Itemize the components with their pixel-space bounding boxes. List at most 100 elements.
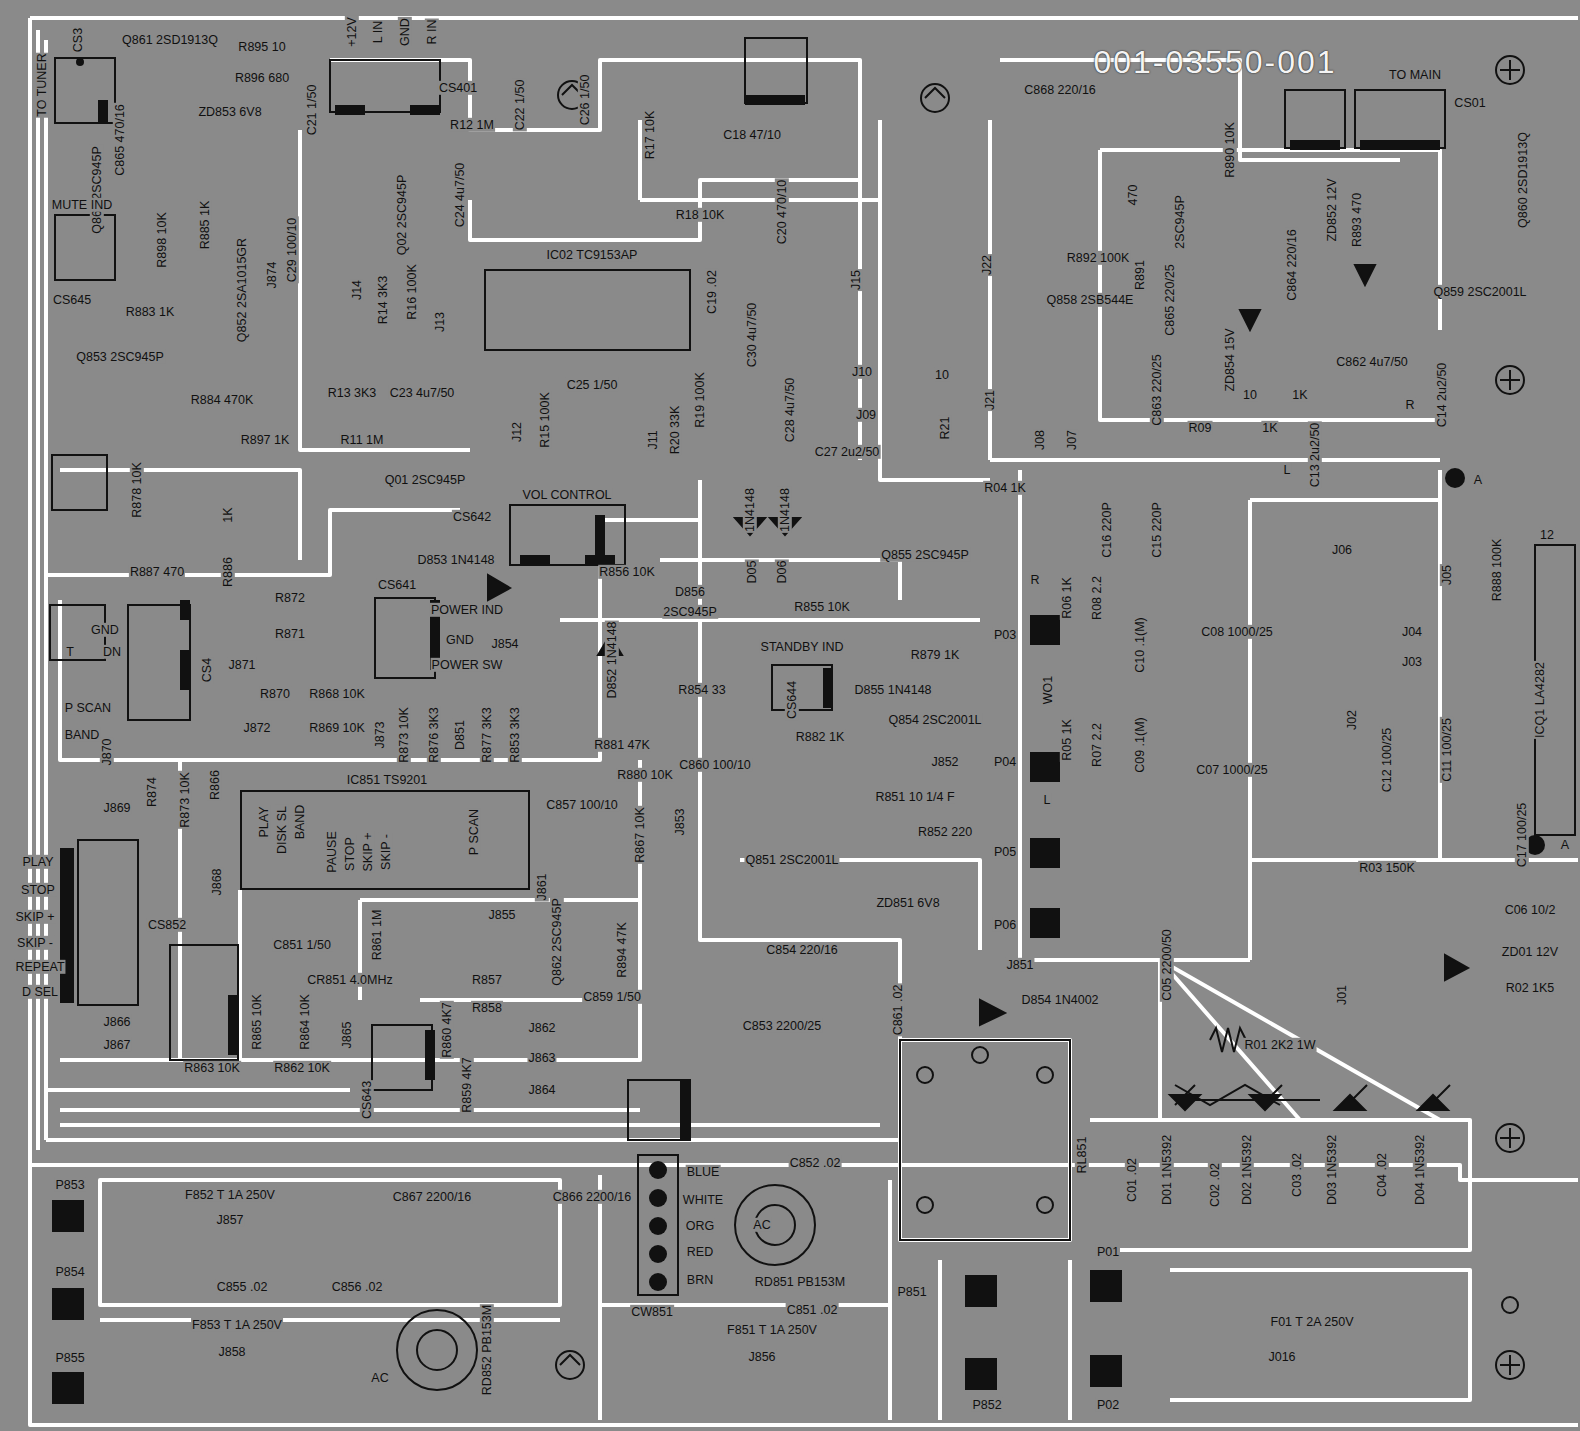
silkscreen-label: J874 <box>265 260 279 289</box>
silkscreen-label: R859 4K7 <box>460 1056 474 1114</box>
silkscreen-label: J08 <box>1033 429 1047 451</box>
silkscreen-label: C15 220P <box>1150 501 1164 559</box>
silkscreen-label: C12 100/25 <box>1380 727 1394 794</box>
silkscreen-label: R863 10K <box>183 1061 241 1075</box>
silkscreen-label: R864 10K <box>298 993 312 1051</box>
silkscreen-label: C19 .02 <box>705 269 719 315</box>
pin-label: PAUSE <box>325 830 339 873</box>
silkscreen-label: C866 2200/16 <box>552 1190 633 1204</box>
silkscreen-label: 12 <box>1539 528 1555 542</box>
pin-label: STOP <box>343 836 357 872</box>
silkscreen-label: R14 3K3 <box>376 275 390 326</box>
silkscreen-label: RD852 PB153M <box>480 1304 494 1396</box>
silkscreen-label: WO1 <box>1041 675 1055 705</box>
silkscreen-label: J869 <box>102 801 131 815</box>
silkscreen-label: STOP <box>20 883 56 897</box>
silkscreen-label: 10 <box>1242 388 1258 402</box>
pin-label: PLAY <box>257 805 271 838</box>
silkscreen-label: P05 <box>993 845 1017 859</box>
silkscreen-label: R894 47K <box>615 921 629 979</box>
silkscreen-label: +12V <box>345 16 359 48</box>
silkscreen-label: J873 <box>373 720 387 749</box>
silkscreen-label: R18 10K <box>675 208 726 222</box>
component-outlines <box>50 38 1575 1390</box>
silkscreen-label: R879 1K <box>910 648 961 662</box>
silkscreen-label: J13 <box>433 311 447 333</box>
silkscreen-label: D03 1N5392 <box>1325 1134 1339 1206</box>
silkscreen-label: J854 <box>490 637 519 651</box>
silkscreen-label: RL851 <box>1075 1136 1089 1175</box>
silkscreen-label: J016 <box>1267 1350 1296 1364</box>
silkscreen-label: 1N4148 <box>778 487 792 533</box>
silkscreen-label: R870 <box>259 687 291 701</box>
silkscreen-label: Q01 2SC945P <box>384 473 467 487</box>
silkscreen-label: R04 1K <box>983 481 1027 495</box>
silkscreen-label: C26 1/50 <box>578 74 592 127</box>
silkscreen-label: J863 <box>527 1051 556 1065</box>
silkscreen-label: P852 <box>971 1398 1002 1412</box>
silkscreen-label: STANDBY IND <box>760 640 845 654</box>
silkscreen-label: F851 T 1A 250V <box>726 1323 818 1337</box>
silkscreen-label: VOL CONTROL <box>521 488 612 502</box>
silkscreen-label: D SEL <box>21 985 59 999</box>
silkscreen-label: D05 <box>745 560 759 585</box>
silkscreen-label: 1N4148 <box>743 487 757 533</box>
ic-outline: IC851 TS9201PLAYDISK SLBANDPAUSESTOPSKIP… <box>240 790 530 890</box>
silkscreen-label: D04 1N5392 <box>1413 1134 1427 1206</box>
silkscreen-label: R858 <box>471 1001 503 1015</box>
silkscreen-label: C856 .02 <box>331 1280 384 1294</box>
silkscreen-label: R <box>1029 573 1040 587</box>
silkscreen-label: J21 <box>983 389 997 411</box>
silkscreen-label: C16 220P <box>1100 501 1114 559</box>
silkscreen-label: A <box>1560 838 1570 852</box>
silkscreen-label: R15 100K <box>538 391 552 449</box>
silkscreen-label: Q851 2SC2001L <box>744 853 839 867</box>
silkscreen-label: P03 <box>993 628 1017 642</box>
silkscreen-label: 470 <box>1126 184 1140 207</box>
silkscreen-label: BAND <box>64 728 101 742</box>
silkscreen-label: C860 100/10 <box>678 758 752 772</box>
silkscreen-label: C851 .02 <box>786 1303 839 1317</box>
silkscreen-label: C17 100/25 <box>1515 802 1529 869</box>
silkscreen-label: R886 <box>221 556 235 588</box>
silkscreen-label: C853 2200/25 <box>742 1019 823 1033</box>
silkscreen-label: AC <box>752 1218 771 1232</box>
silkscreen-label: J855 <box>487 908 516 922</box>
silkscreen-label: D06 <box>775 560 789 585</box>
silkscreen-label: R882 1K <box>795 730 846 744</box>
silkscreen-label: P851 <box>896 1285 927 1299</box>
silkscreen-label: R01 2K2 1W <box>1244 1038 1317 1052</box>
silkscreen-label: C861 .02 <box>891 984 905 1037</box>
silkscreen-label: R884 470K <box>190 393 255 407</box>
silkscreen-label: R03 150K <box>1358 861 1416 875</box>
silkscreen-label: C20 470/10 <box>775 179 789 246</box>
silkscreen-label: R <box>1404 398 1415 412</box>
silkscreen-label: D02 1N5392 <box>1240 1134 1254 1206</box>
silkscreen-label: J11 <box>646 429 660 450</box>
silkscreen-label: D851 <box>453 719 467 751</box>
silkscreen-label: J861 <box>535 872 549 901</box>
pin-label: BAND <box>293 804 307 841</box>
silkscreen-label: C18 47/10 <box>722 128 782 142</box>
silkscreen-label: WHITE <box>682 1193 724 1207</box>
silkscreen-label: T <box>65 645 75 659</box>
silkscreen-label: POWER SW <box>431 658 504 672</box>
silkscreen-label: C27 2u2/50 <box>814 445 881 459</box>
silkscreen-label: R852 220 <box>917 825 973 839</box>
silkscreen-label: C02 .02 <box>1208 1162 1222 1208</box>
silkscreen-label: R861 1M <box>370 909 384 962</box>
silkscreen-label: J862 <box>527 1021 556 1035</box>
silkscreen-label: R865 10K <box>250 993 264 1051</box>
silkscreen-label: TO TUNER <box>35 52 49 117</box>
silkscreen-label: R855 10K <box>793 600 851 614</box>
silkscreen-label: C29 100/10 <box>285 217 299 284</box>
silkscreen-label: ZD852 12V <box>1325 177 1339 242</box>
silkscreen-label: PLAY <box>21 855 54 869</box>
silkscreen-label: D852 1N4148 <box>605 620 619 699</box>
silkscreen-label: R860 4K7 <box>440 1001 454 1059</box>
board-number: 001-03550-001 <box>1092 44 1337 81</box>
silkscreen-label: J05 <box>1440 564 1454 586</box>
silkscreen-label: R893 470 <box>1350 192 1364 248</box>
silkscreen-label: Q852 2SA1015GR <box>235 237 249 343</box>
silkscreen-label: CS3 <box>71 27 85 53</box>
